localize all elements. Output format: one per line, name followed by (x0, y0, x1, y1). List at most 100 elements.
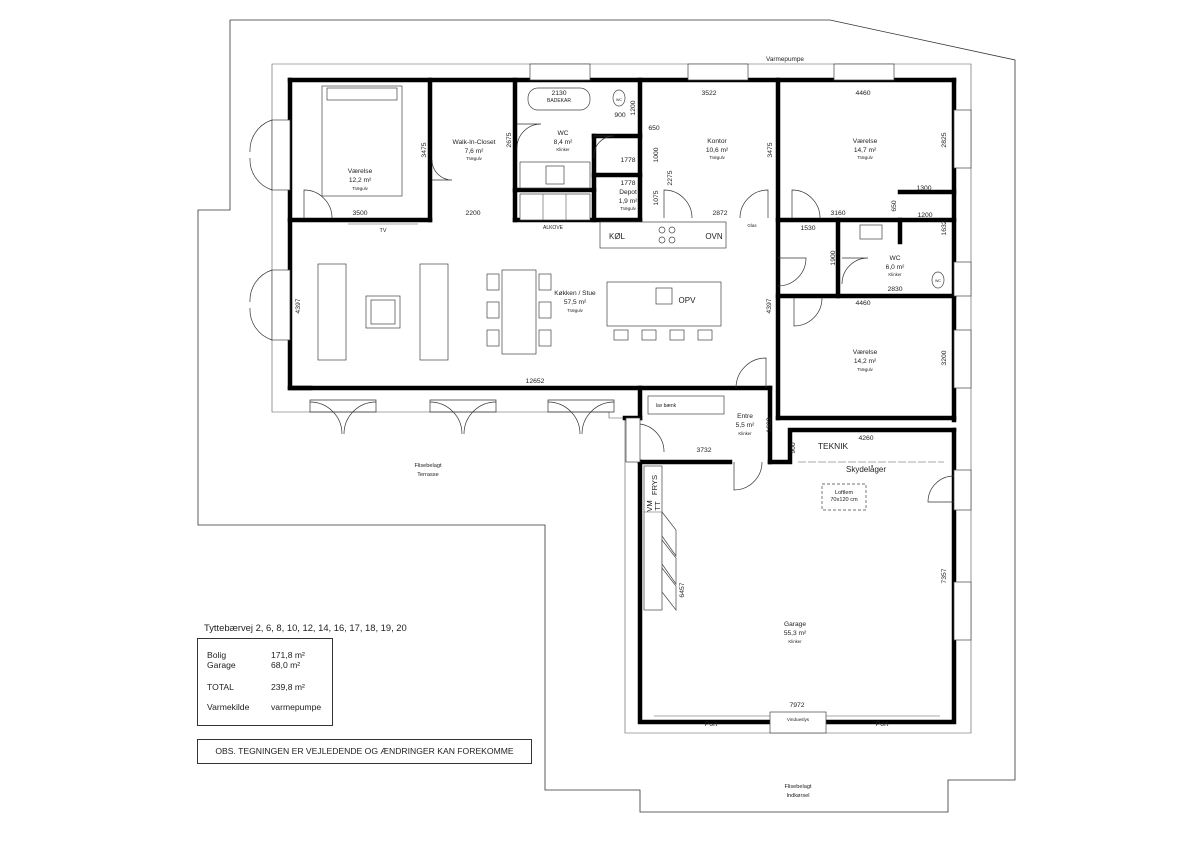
svg-text:Varmepumpe: Varmepumpe (766, 56, 804, 63)
disclaimer-note: OBS. TEGNINGEN ER VEJLEDENDE OG ÆNDRINGE… (197, 739, 532, 764)
svg-text:4397: 4397 (295, 298, 302, 313)
svg-text:TV: TV (380, 228, 387, 234)
svg-text:1900: 1900 (830, 250, 837, 265)
svg-text:Port: Port (705, 721, 718, 728)
svg-text:5,5 m²: 5,5 m² (736, 422, 755, 429)
svg-text:OVN: OVN (705, 232, 723, 241)
svg-text:6457: 6457 (679, 582, 686, 597)
svg-text:1778: 1778 (620, 180, 635, 187)
room-wc-2: WC 6,0 m² Klinker (886, 255, 905, 277)
terrace-doors (249, 119, 615, 435)
room-bedroom-1: Værelse 12,2 m² Trægulv (348, 168, 373, 191)
svg-text:7357: 7357 (941, 568, 948, 583)
room-garage: Garage 55,3 m² Klinker (784, 621, 807, 644)
room-kontor: Kontor 10,6 m² Trægulv (706, 138, 729, 160)
windows (271, 63, 972, 734)
total-value: 239,8 m² (271, 682, 305, 692)
svg-text:Skydelåger: Skydelåger (846, 465, 886, 474)
area-summary-box: Bolig 171,8 m² Garage 68,0 m² TOTAL 239,… (197, 638, 333, 726)
svg-text:Trægulv: Trægulv (352, 186, 368, 191)
svg-text:1603: 1603 (766, 417, 773, 432)
svg-text:57,5 m²: 57,5 m² (564, 299, 587, 306)
room-bedroom-3: Værelse 14,2 m² Trægulv (853, 349, 878, 372)
svg-text:4460: 4460 (855, 300, 870, 307)
svg-text:55,3 m²: 55,3 m² (784, 630, 807, 637)
bolig-label: Bolig (207, 650, 227, 660)
svg-text:2200: 2200 (465, 210, 480, 217)
svg-text:3475: 3475 (767, 142, 774, 157)
svg-text:Køkken / Stue: Køkken / Stue (554, 290, 596, 297)
svg-text:Indkørsel: Indkørsel (786, 793, 809, 799)
svg-text:Klinker: Klinker (556, 147, 570, 152)
svg-text:2830: 2830 (887, 286, 902, 293)
svg-text:Kontor: Kontor (707, 138, 727, 145)
svg-text:WC: WC (558, 130, 569, 137)
svg-text:3500: 3500 (352, 210, 367, 217)
varmekilde-value: varmepumpe (271, 702, 322, 712)
svg-text:3160: 3160 (830, 210, 845, 217)
svg-text:1200: 1200 (630, 100, 637, 115)
svg-text:Trægulv: Trægulv (857, 155, 873, 160)
svg-text:OPV: OPV (679, 296, 697, 305)
svg-text:12,2 m²: 12,2 m² (349, 177, 372, 184)
svg-text:Entre: Entre (737, 413, 753, 420)
svg-text:Trægulv: Trægulv (466, 156, 482, 161)
svg-text:12652: 12652 (526, 378, 545, 385)
svg-text:1300: 1300 (916, 185, 931, 192)
svg-text:Vindueslys: Vindueslys (787, 717, 810, 722)
svg-text:4460: 4460 (855, 90, 870, 97)
svg-text:VM: VM (645, 500, 654, 511)
svg-text:1530: 1530 (800, 225, 815, 232)
misc-labels: Varmepumpe BADEKAR WC WC ALKOVE KØL OVN … (380, 56, 942, 799)
interior-doors (303, 123, 955, 503)
svg-text:14,7 m²: 14,7 m² (854, 147, 877, 154)
svg-text:TT: TT (653, 501, 662, 511)
svg-text:Klinker: Klinker (738, 431, 752, 436)
room-walkin-closet: Walk-In-Closet 7,6 m² Trægulv (453, 139, 496, 161)
svg-text:1075: 1075 (653, 190, 660, 205)
room-bedroom-2: Værelse 14,7 m² Trægulv (853, 138, 878, 160)
svg-text:3522: 3522 (701, 90, 716, 97)
svg-text:900: 900 (790, 442, 797, 454)
svg-text:14,2 m²: 14,2 m² (854, 358, 877, 365)
svg-text:WC: WC (616, 98, 622, 102)
svg-text:Flisebelagt: Flisebelagt (784, 784, 811, 790)
svg-text:1778: 1778 (620, 157, 635, 164)
total-label: TOTAL (207, 682, 234, 692)
svg-text:Trægulv: Trægulv (620, 206, 636, 211)
svg-text:lav bænk: lav bænk (656, 403, 677, 409)
room-wc-1: WC 8,4 m² Klinker (554, 130, 573, 152)
svg-text:7,6 m²: 7,6 m² (465, 148, 484, 155)
address-line: Tyttebærvej 2, 6, 8, 10, 12, 14, 16, 17,… (204, 622, 407, 633)
svg-text:Port: Port (876, 721, 889, 728)
svg-text:4397: 4397 (766, 298, 773, 313)
svg-text:3475: 3475 (421, 142, 428, 157)
svg-text:Terrasse: Terrasse (417, 472, 438, 478)
svg-text:Trægulv: Trægulv (709, 155, 725, 160)
svg-text:WC: WC (935, 279, 941, 283)
svg-text:1632: 1632 (941, 220, 948, 235)
svg-text:8,4 m²: 8,4 m² (554, 139, 573, 146)
furniture (317, 85, 945, 612)
svg-text:2130: 2130 (551, 90, 566, 97)
svg-text:Værelse: Værelse (853, 349, 878, 356)
svg-text:Flisebelagt: Flisebelagt (414, 463, 441, 469)
svg-text:1,9 m²: 1,9 m² (619, 198, 638, 205)
svg-text:ALKOVE: ALKOVE (543, 225, 564, 231)
svg-text:2872: 2872 (712, 210, 727, 217)
svg-text:7972: 7972 (789, 702, 804, 709)
room-entre: Entre 5,5 m² Klinker (736, 413, 755, 436)
svg-text:2675: 2675 (506, 132, 513, 147)
svg-text:Trægulv: Trægulv (857, 367, 873, 372)
svg-text:Klinker: Klinker (788, 639, 802, 644)
svg-text:650: 650 (648, 125, 660, 132)
svg-text:2275: 2275 (667, 170, 674, 185)
svg-text:Garage: Garage (784, 621, 806, 628)
svg-text:Walk-In-Closet: Walk-In-Closet (453, 139, 496, 146)
svg-text:1200: 1200 (917, 212, 932, 219)
svg-text:WC: WC (890, 255, 901, 262)
svg-text:650: 650 (891, 200, 898, 212)
room-depot: Depot 1,9 m² Trægulv (619, 189, 638, 211)
svg-text:4260: 4260 (858, 435, 873, 442)
